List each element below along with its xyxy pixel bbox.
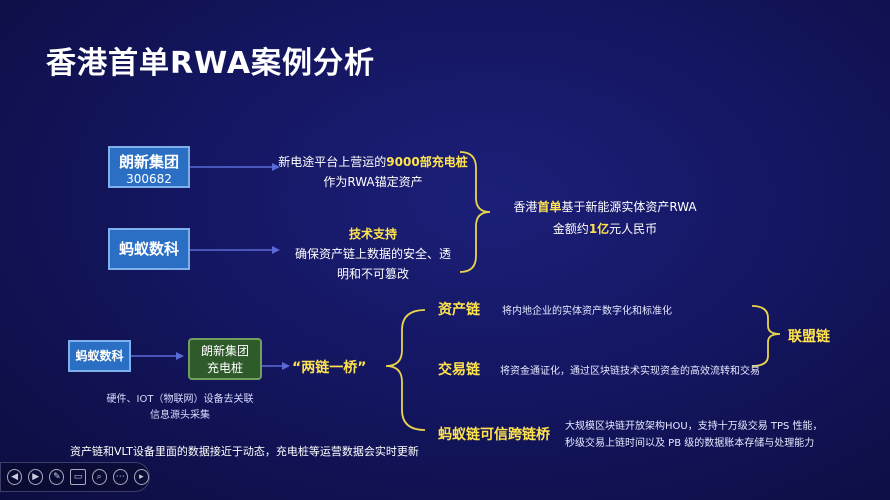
chain-desc-bridge: 大规模区块链开放架构HOU，支持十万级交易 TPS 性能， 秒级交易上链时间以及… (565, 418, 823, 452)
search-icon[interactable]: ⌕ (91, 469, 107, 485)
chain-desc-trade: 将资金通证化，通过区块链技术实现资金的高效流转和交易 (500, 366, 760, 377)
device-caption-line2: 信息源头采集 (150, 410, 210, 421)
tech-support-line2: 确保资产链上数据的安全、透 (294, 247, 451, 261)
langxin-charger-box: 朗新集团 充电桩 (188, 338, 262, 380)
result-amount-pre: 金额约 (552, 222, 589, 236)
company-name: 朗新集团 (200, 344, 249, 358)
alliance-chain-label: 联盟链 (788, 329, 830, 345)
company-name: 蚂蚁数科 (75, 349, 124, 363)
more-icon[interactable]: ⋯ (112, 469, 128, 485)
pen-icon[interactable]: ✎ (49, 469, 65, 485)
charger-label: 充电桩 (206, 361, 243, 375)
asset-text-line2: 作为RWA锚定资产 (323, 175, 423, 189)
result-amount-post: 元人民币 (609, 222, 658, 236)
two-chain-one-bridge: “两链一桥” (292, 360, 367, 376)
result-pre: 香港 (513, 200, 538, 214)
result-mid: 基于新能源实体资产RWA (561, 200, 697, 214)
next-icon[interactable]: ▶ (28, 469, 44, 485)
footer-note: 资产链和VLT设备里面的数据接近于动态，充电桩等运营数据会实时更新 (70, 445, 419, 458)
device-caption-line1: 硬件、IOT（物联网）设备去关联 (106, 394, 254, 405)
tech-support-title: 技术支持 (348, 227, 397, 241)
company-name: 朗新集团 (118, 153, 179, 171)
chain-desc-bridge-line2: 秒级交易上链时间以及 PB 级的数据账本存储与处理能力 (565, 438, 815, 449)
asset-text-pre: 新电途平台上营运的 (278, 155, 387, 169)
chain-desc-asset: 将内地企业的实体资产数字化和标准化 (502, 306, 672, 317)
tech-support-line3: 明和不可篡改 (336, 267, 409, 281)
langxin-group-box: 朗新集团 300682 (108, 146, 190, 188)
result-text: 香港首单基于新能源实体资产RWA 金额约1亿元人民币 (505, 196, 705, 240)
result-highlight-first: 首单 (537, 200, 562, 214)
chain-label-trade: 交易链 (438, 362, 480, 378)
play-icon[interactable]: ▸ (133, 469, 149, 485)
chain-label-bridge: 蚂蚁链可信跨链桥 (438, 427, 550, 443)
asset-text: 新电途平台上营运的9000部充电桩 作为RWA锚定资产 (278, 152, 468, 192)
slides-icon[interactable]: ▭ (70, 469, 86, 485)
result-amount: 1亿 (588, 222, 610, 236)
ant-digital-box: 蚂蚁数科 (108, 228, 190, 270)
tech-support-text: 技术支持 确保资产链上数据的安全、透 明和不可篡改 (278, 224, 468, 284)
chain-label-asset: 资产链 (438, 302, 480, 318)
presentation-toolbar: ◀ ▶ ✎ ▭ ⌕ ⋯ ▸ (0, 462, 150, 492)
chain-desc-bridge-line1: 大规模区块链开放架构HOU，支持十万级交易 TPS 性能， (565, 421, 823, 432)
page-title: 香港首单RWA案例分析 (46, 46, 376, 81)
ant-digital-box-bottom: 蚂蚁数科 (68, 340, 131, 372)
company-name: 蚂蚁数科 (118, 240, 179, 258)
asset-text-highlight: 9000部充电桩 (386, 155, 468, 169)
prev-icon[interactable]: ◀ (7, 469, 23, 485)
device-caption: 硬件、IOT（物联网）设备去关联 信息源头采集 (80, 392, 280, 424)
stock-code: 300682 (126, 172, 172, 186)
